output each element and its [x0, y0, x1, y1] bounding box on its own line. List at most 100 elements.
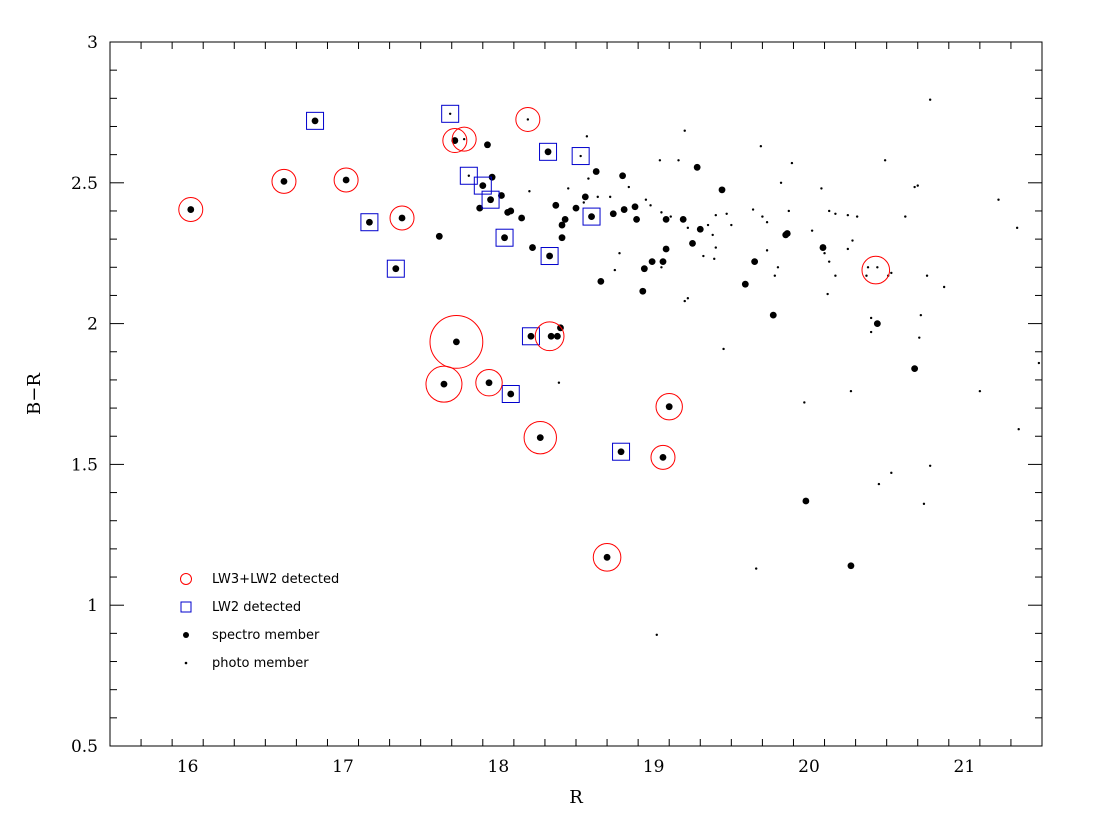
- spectro-member-point: [544, 148, 552, 156]
- photo-member-point: [1015, 226, 1019, 230]
- spectro-member-point: [488, 173, 496, 181]
- spectro-member-point: [631, 203, 639, 211]
- photo-member-point: [765, 249, 769, 252]
- photo-member-point: [919, 313, 923, 317]
- photo-member-point: [890, 271, 893, 275]
- photo-member-point: [686, 226, 690, 230]
- spectro-member-point: [342, 176, 350, 184]
- y-tick-label: 2: [87, 315, 98, 335]
- photo-member-point: [567, 187, 570, 190]
- spectro-member-point: [561, 216, 569, 223]
- x-axis-label: R: [569, 787, 583, 808]
- spectro-member-point: [769, 311, 777, 319]
- spectro-member-point: [662, 245, 670, 253]
- lw3-lw2-detected-marker: [178, 197, 204, 223]
- data-points: [178, 98, 1041, 636]
- spectro-member-point: [280, 177, 288, 185]
- photo-member-point: [557, 381, 561, 384]
- photo-member-point: [722, 347, 725, 351]
- photo-member-point: [820, 187, 823, 190]
- spectro-member-point: [782, 231, 790, 239]
- spectro-member-point: [484, 141, 491, 149]
- photo-member-point: [883, 159, 887, 162]
- spectro-member-point: [529, 244, 536, 251]
- photo-member-point: [658, 159, 662, 162]
- photo-member-point: [759, 144, 763, 148]
- lw3-lw2-detected-marker: [442, 128, 468, 154]
- spectro-member-point: [639, 287, 647, 295]
- photo-member-point: [827, 209, 831, 213]
- lw2-detected-marker: [501, 385, 520, 403]
- photo-member-point: [686, 297, 690, 300]
- photo-member-point: [916, 184, 919, 187]
- photo-member-point: [618, 252, 621, 255]
- spectro-member-point: [619, 172, 626, 180]
- photo-member-point: [823, 252, 826, 255]
- y-axis-ticks: [110, 41, 1042, 747]
- lw3-lw2-detected-marker: [333, 167, 359, 193]
- photo-member-point: [918, 336, 921, 339]
- lw2-detected-marker: [386, 259, 405, 278]
- spectro-member-point: [620, 206, 628, 213]
- spectro-member-point: [487, 196, 494, 204]
- legend-label-lw3-lw2: LW3+LW2 detected: [212, 572, 339, 587]
- x-axis-ticks: [109, 42, 1043, 746]
- photo-member-point: [702, 254, 705, 258]
- x-tick-label: 17: [332, 757, 354, 777]
- spectro-member-point: [501, 234, 508, 242]
- photo-member-point: [669, 215, 672, 218]
- lw3-lw2-detected-marker: [429, 315, 484, 369]
- spectro-member-point: [592, 168, 600, 175]
- spectro-member-point: [187, 206, 195, 213]
- photo-member-point: [834, 212, 837, 215]
- photo-member-point: [866, 266, 870, 269]
- photo-member-point: [683, 129, 686, 132]
- photo-member-point: [846, 247, 850, 251]
- photo-member-point: [790, 161, 794, 165]
- spectro-member-point: [819, 244, 827, 251]
- lw3-lw2-detected-marker: [389, 205, 415, 231]
- spectro-member-point: [689, 239, 696, 247]
- photo-member-point: [448, 112, 452, 116]
- spectro-member-point: [581, 193, 589, 201]
- x-tick-label: 21: [954, 757, 976, 777]
- photo-member-point: [596, 195, 599, 199]
- lw3-lw2-detected-marker: [534, 321, 565, 352]
- legend-marker-lw3-lw2: [180, 573, 192, 585]
- photo-member-point: [851, 239, 854, 242]
- x-tick-label: 18: [488, 757, 510, 777]
- lw3-lw2-detected-marker: [475, 369, 503, 397]
- spectro-member-point: [553, 332, 561, 340]
- photo-member-point: [779, 181, 783, 184]
- photo-member-point: [834, 274, 837, 277]
- lw2-detected-marker: [612, 442, 631, 461]
- lw2-detected-marker: [481, 190, 500, 209]
- lw2-detected-marker: [539, 142, 558, 161]
- spectro-member-point: [588, 213, 595, 220]
- photo-member-point: [644, 198, 648, 201]
- photo-member-point: [942, 285, 946, 289]
- spectro-member-point: [476, 204, 484, 212]
- photo-member-point: [1017, 428, 1020, 431]
- photo-member-point: [706, 223, 710, 227]
- photo-member-point: [928, 98, 932, 101]
- lw3-lw2-detected-marker: [861, 255, 891, 285]
- x-tick-label: 20: [798, 757, 820, 777]
- photo-member-point: [803, 401, 806, 404]
- photo-member-point: [730, 223, 733, 227]
- photo-member-point: [877, 482, 881, 486]
- photo-member-point: [660, 211, 663, 214]
- photo-member-point: [660, 266, 663, 269]
- spectro-member-point: [547, 332, 555, 340]
- legend-label-photo: photo member: [212, 656, 309, 671]
- photo-member-point: [787, 209, 791, 213]
- x-tick-label: 19: [643, 757, 665, 777]
- photo-member-point: [865, 274, 868, 277]
- spectro-member-point: [633, 216, 640, 223]
- spectro-member-point: [452, 338, 460, 346]
- legend-marker-spectro: [183, 632, 189, 638]
- photo-member-point: [846, 213, 850, 217]
- photo-member-point: [1037, 361, 1041, 365]
- spectro-member-point: [546, 252, 553, 260]
